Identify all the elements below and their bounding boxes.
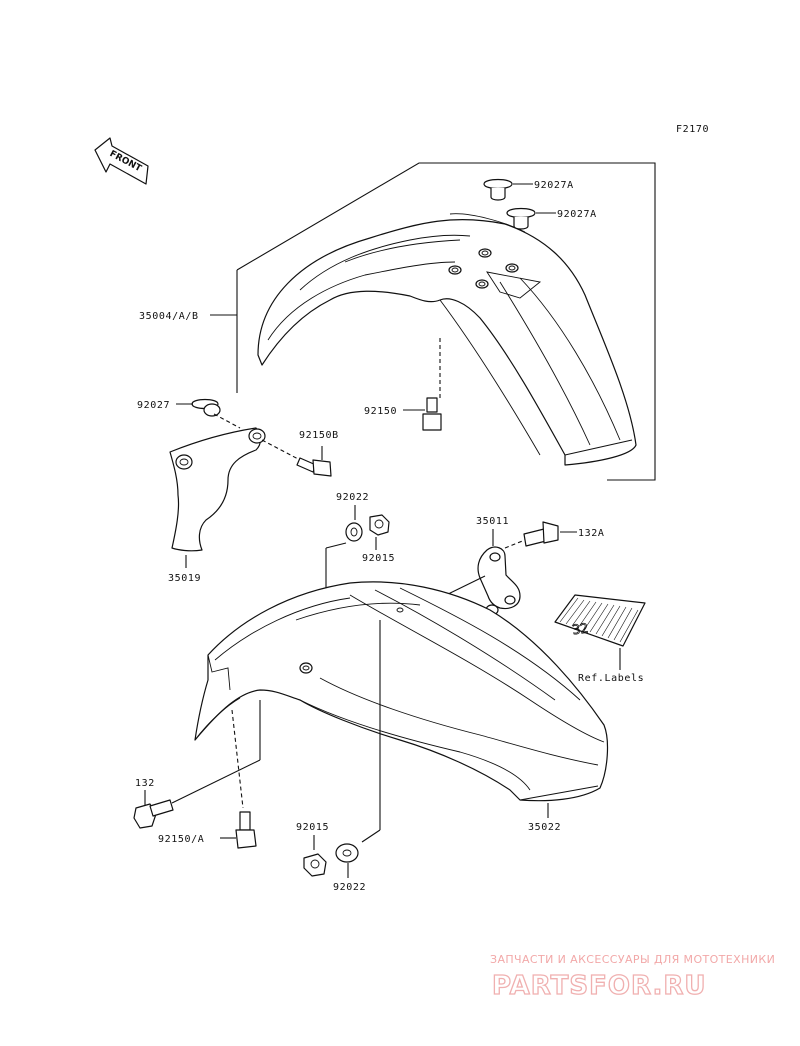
grommet-92027a-2: 92027A bbox=[506, 207, 597, 230]
washer-92022-top: 92022 bbox=[336, 492, 369, 542]
label-92150: 92150 bbox=[364, 406, 397, 417]
label-92027a-2: 92027A bbox=[557, 209, 597, 220]
label-92022-top: 92022 bbox=[336, 492, 369, 503]
label-35022: 35022 bbox=[528, 822, 561, 833]
bolt-92150a: 92150/A bbox=[158, 811, 257, 849]
figure-code: F2170 bbox=[676, 124, 709, 135]
label-92015-top: 92015 bbox=[362, 553, 395, 564]
label-35011: 35011 bbox=[476, 516, 509, 527]
fender-bracket-35019: 35019 bbox=[168, 427, 266, 584]
leader-top-washer bbox=[325, 542, 347, 549]
grommet-92027: 92027 bbox=[137, 398, 241, 429]
bolt-92150: 92150 bbox=[364, 338, 442, 431]
ref-labels-sticker: 32 Ref.Labels bbox=[554, 594, 646, 684]
front-arrow-icon: FRONT bbox=[94, 137, 149, 185]
label-35019: 35019 bbox=[168, 573, 201, 584]
upper-group-bracket bbox=[210, 162, 656, 481]
leader-92150a bbox=[231, 709, 244, 809]
grommet-92027a-1: 92027A bbox=[483, 178, 574, 201]
label-132: 132 bbox=[135, 778, 155, 789]
label-35004: 35004/A/B bbox=[139, 311, 199, 322]
watermark-caption: ЗАПЧАСТИ И АКСЕССУАРЫ ДЛЯ МОТОТЕХНИКИ bbox=[490, 953, 775, 966]
label-92027a-1: 92027A bbox=[534, 180, 574, 191]
leader-132 bbox=[171, 759, 261, 804]
watermark-brand: PARTSFOR.RU bbox=[492, 971, 706, 1001]
leader-lower-washer bbox=[361, 829, 381, 843]
label-132a: 132A bbox=[578, 528, 604, 539]
label-92150b: 92150B bbox=[299, 430, 339, 441]
nut-92015-top: 92015 bbox=[362, 514, 395, 564]
bracket-35011: 35011 bbox=[476, 516, 521, 616]
bolt-132a: 132A bbox=[504, 521, 604, 549]
bolt-92150b: 92150B bbox=[261, 430, 339, 477]
label-92027: 92027 bbox=[137, 400, 170, 411]
bolt-132: 132 bbox=[133, 778, 174, 829]
nut-92015-bottom: 92015 bbox=[296, 822, 329, 877]
label-ref-labels: Ref.Labels bbox=[578, 673, 644, 684]
label-92015-bottom: 92015 bbox=[296, 822, 329, 833]
label-92150a: 92150/A bbox=[158, 834, 204, 845]
label-92022-bottom: 92022 bbox=[333, 882, 366, 893]
sticker-text: 32 bbox=[572, 621, 590, 638]
washer-92022-bottom: 92022 bbox=[333, 843, 366, 893]
rear-fender-lower: 35022 bbox=[194, 581, 609, 833]
front-fender-upper bbox=[257, 213, 637, 466]
